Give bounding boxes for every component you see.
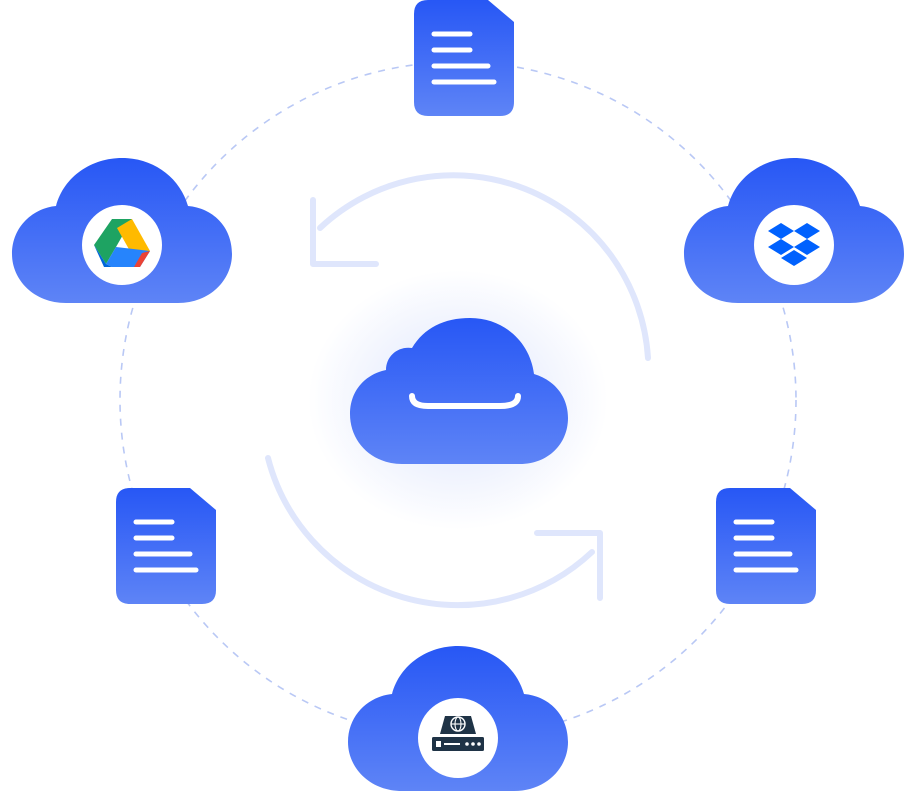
cloud-network-server: [348, 646, 568, 791]
cloud-dropbox: [684, 158, 904, 303]
document-right: [716, 488, 816, 604]
network-server-icon: [432, 716, 484, 751]
dropbox-icon: [768, 223, 820, 266]
document-top: [414, 0, 514, 116]
google-drive-icon: [94, 219, 150, 267]
cloud-google-drive: [12, 158, 232, 303]
center-cloud: [350, 318, 568, 464]
document-left: [116, 488, 216, 604]
cloud-smile-icon: [409, 393, 521, 409]
orbit-path: [119, 61, 797, 739]
sync-arrows-icon: [265, 172, 651, 609]
